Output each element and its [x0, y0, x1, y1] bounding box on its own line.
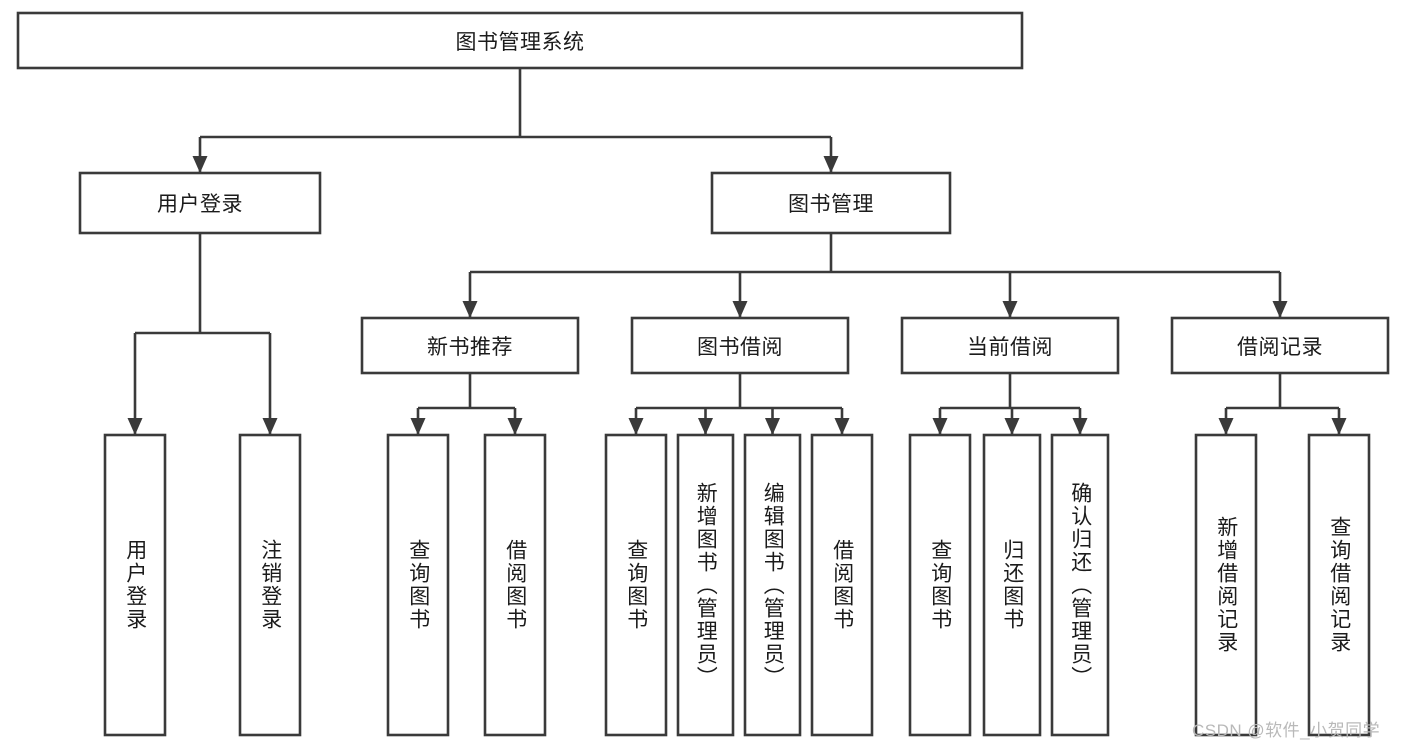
node-box-book-borrow[interactable] [630, 316, 850, 375]
arrow-to-book-manage [823, 156, 839, 173]
node-box-leaf-confirm-return[interactable] [1050, 433, 1110, 737]
node-box-leaf-add-book[interactable] [676, 433, 735, 737]
node-box-user-login[interactable] [78, 171, 322, 235]
arrow-to-book-borrow [732, 301, 748, 318]
csdn-watermark: CSDN @软件_小贺同学 [1192, 721, 1381, 740]
node-box-leaf-user-login[interactable] [103, 433, 167, 737]
node-box-leaf-user-logout[interactable] [238, 433, 302, 737]
arrow-to-leaf-borrow-book-1 [507, 418, 523, 435]
connectors-layer [127, 68, 1347, 435]
arrow-to-leaf-query-record [1331, 418, 1347, 435]
arrow-to-current-borrow [1002, 301, 1018, 318]
node-box-root[interactable] [16, 11, 1024, 70]
node-box-leaf-return-book[interactable] [982, 433, 1042, 737]
arrow-to-leaf-query-book-2 [628, 418, 644, 435]
arrow-to-leaf-query-book-1 [410, 418, 426, 435]
arrow-to-borrow-record [1272, 301, 1288, 318]
node-box-borrow-record[interactable] [1170, 316, 1390, 375]
arrow-to-leaf-return-book [1004, 418, 1020, 435]
arrow-to-leaf-borrow-book-2 [834, 418, 850, 435]
node-box-leaf-query-book-1[interactable] [386, 433, 450, 737]
arrow-to-leaf-add-book [698, 418, 713, 435]
node-box-book-manage[interactable] [710, 171, 952, 235]
arrow-to-leaf-user-logout [262, 418, 278, 435]
node-box-leaf-query-book-3[interactable] [908, 433, 972, 737]
arrow-to-leaf-add-record [1218, 418, 1234, 435]
arrow-to-leaf-edit-book [765, 418, 780, 435]
node-box-leaf-borrow-book-2[interactable] [810, 433, 874, 737]
arrow-to-leaf-query-book-3 [932, 418, 948, 435]
boxes-layer [16, 11, 1390, 737]
arrow-to-user-login [192, 156, 208, 173]
node-box-new-book-rec[interactable] [360, 316, 580, 375]
arrow-to-leaf-confirm-return [1072, 418, 1088, 435]
node-box-leaf-add-record[interactable] [1194, 433, 1258, 737]
arrow-to-new-book-rec [462, 301, 478, 318]
arrow-to-leaf-user-login [127, 418, 143, 435]
node-box-leaf-borrow-book-1[interactable] [483, 433, 547, 737]
node-box-leaf-edit-book[interactable] [743, 433, 802, 737]
node-box-leaf-query-record[interactable] [1307, 433, 1371, 737]
node-box-current-borrow[interactable] [900, 316, 1120, 375]
node-box-leaf-query-book-2[interactable] [604, 433, 668, 737]
